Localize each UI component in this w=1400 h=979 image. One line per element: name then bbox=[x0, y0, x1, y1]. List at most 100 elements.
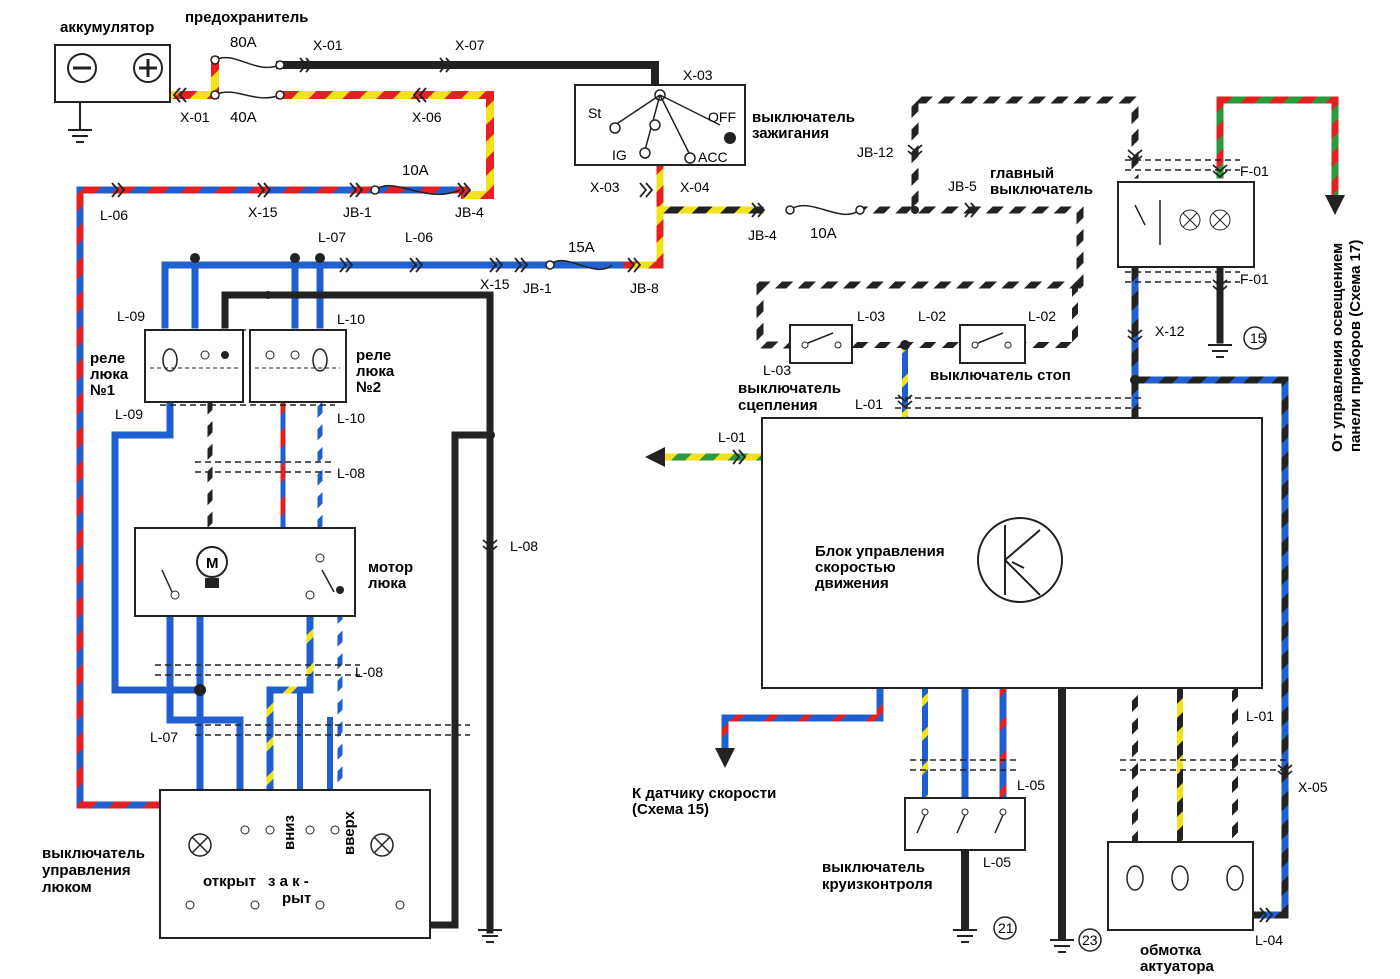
label-sw-close-2: рыт bbox=[282, 890, 311, 907]
label-relay1-3: №1 bbox=[90, 382, 115, 399]
fuse-links bbox=[210, 55, 865, 271]
label-ign-switch-1: выключатель bbox=[752, 109, 855, 126]
conn-l01-b: L-01 bbox=[718, 429, 746, 445]
label-clutch-2: сцепления bbox=[738, 397, 818, 414]
text-labels: аккумулятор предохранитель 80A 40A 10A 1… bbox=[42, 9, 1364, 975]
wire-relay-common bbox=[221, 291, 494, 934]
conn-l06-b: L-06 bbox=[405, 229, 433, 245]
label-ign-st: St bbox=[588, 105, 601, 121]
label-panel-light-1: От управления освещением bbox=[1329, 243, 1346, 452]
conn-l01-a: L-01 bbox=[855, 396, 883, 412]
label-15a: 15A bbox=[568, 239, 595, 256]
wire-speed-sensor bbox=[721, 686, 884, 754]
label-relay1-2: люка bbox=[90, 366, 129, 383]
wire-motor-a bbox=[166, 611, 244, 794]
wire-relay1-l09 bbox=[111, 401, 204, 694]
conn-l10-b: L-10 bbox=[337, 410, 365, 426]
conn-jb4-b: JB-4 bbox=[748, 227, 777, 243]
label-motor-m: M bbox=[206, 555, 219, 572]
label-ground-21: 21 bbox=[998, 920, 1014, 936]
wire-80a-x07 bbox=[276, 61, 659, 84]
main-cruise-switch[interactable] bbox=[1117, 181, 1255, 268]
wire-jb8-jb1 bbox=[161, 261, 624, 329]
actuator-coils bbox=[1107, 841, 1254, 931]
label-speed-sensor-2: (Схема 15) bbox=[632, 801, 709, 818]
label-panel-light-2: панели приборов (Схема 17) bbox=[1347, 240, 1364, 452]
wires bbox=[76, 56, 1339, 939]
conn-jb8: JB-8 bbox=[630, 280, 659, 296]
ignition-switch[interactable] bbox=[574, 84, 746, 166]
conn-x03-b: X-03 bbox=[590, 179, 620, 195]
label-ign-switch-2: зажигания bbox=[752, 125, 829, 142]
conn-l09-a: L-09 bbox=[117, 308, 145, 324]
label-relay2-3: №2 bbox=[356, 379, 381, 396]
conn-l03-a: L-03 bbox=[857, 308, 885, 324]
ground-ref-circles bbox=[993, 326, 1267, 952]
label-relay2-1: реле bbox=[356, 347, 391, 364]
wire-x05 bbox=[1131, 376, 1289, 919]
label-battery: аккумулятор bbox=[60, 19, 154, 36]
conn-x15-b: X-15 bbox=[480, 276, 510, 292]
label-fuse-link: предохранитель bbox=[185, 9, 308, 26]
conn-x06: X-06 bbox=[412, 109, 442, 125]
label-ign-acc: ACC bbox=[698, 149, 728, 165]
sunroof-motor bbox=[134, 527, 356, 617]
battery bbox=[54, 44, 171, 143]
wire-stop-out bbox=[1022, 282, 1078, 348]
conn-l07-b: L-07 bbox=[150, 729, 178, 745]
conn-x03-a: X-03 bbox=[683, 67, 713, 83]
wire-l08-right bbox=[426, 431, 494, 929]
conn-l05-a: L-05 bbox=[1017, 777, 1045, 793]
conn-l01-c: L-01 bbox=[1246, 708, 1274, 724]
wire-jb5 bbox=[756, 206, 1084, 349]
wire-40a-x06 bbox=[276, 91, 494, 199]
conn-l02-b: L-02 bbox=[1028, 308, 1056, 324]
conn-x01-b: X-01 bbox=[180, 109, 210, 125]
sunroof-switch[interactable] bbox=[159, 789, 431, 939]
label-80a: 80A bbox=[230, 34, 257, 51]
stop-switch bbox=[959, 324, 1026, 364]
conn-l08-b: L-08 bbox=[510, 538, 538, 554]
label-10a-left: 10A bbox=[402, 162, 429, 179]
label-sw-open: открыт bbox=[203, 873, 256, 890]
junction-dots bbox=[190, 206, 1140, 696]
label-actuator-2: актуатора bbox=[1140, 958, 1215, 975]
label-sw-close-1: з а к - bbox=[268, 873, 309, 890]
conn-jb1-b: JB-1 bbox=[523, 280, 552, 296]
cruise-switch[interactable] bbox=[904, 797, 1026, 851]
label-sw-hatch-1: выключатель bbox=[42, 845, 145, 862]
label-ecu-1: Блок управления bbox=[815, 543, 945, 560]
conn-l06-a: L-06 bbox=[100, 207, 128, 223]
label-sw-up: вверх bbox=[341, 810, 358, 855]
label-sw-hatch-2: управления bbox=[42, 862, 131, 879]
conn-l05-b: L-05 bbox=[983, 854, 1011, 870]
label-10a-right: 10A bbox=[810, 225, 837, 242]
conn-l09-b: L-09 bbox=[115, 406, 143, 422]
wire-main-loop bbox=[856, 96, 1139, 214]
label-ground-15: 15 bbox=[1250, 330, 1266, 346]
conn-jb5: JB-5 bbox=[948, 178, 977, 194]
conn-l10-a: L-10 bbox=[337, 311, 365, 327]
label-cruise-sw-1: выключатель bbox=[822, 859, 925, 876]
label-40a: 40A bbox=[230, 109, 257, 126]
label-actuator-1: обмотка bbox=[1140, 942, 1202, 959]
label-main-switch-1: главный bbox=[990, 165, 1054, 182]
conn-jb1-a: JB-1 bbox=[343, 204, 372, 220]
conn-f01-a: F-01 bbox=[1240, 163, 1269, 179]
arrow-l01-left bbox=[645, 447, 665, 467]
label-relay2-2: люка bbox=[356, 363, 395, 380]
label-sw-hatch-3: люком bbox=[42, 879, 92, 896]
label-ecu-3: движения bbox=[815, 575, 889, 592]
clutch-switch bbox=[789, 324, 853, 364]
conn-l07-a: L-07 bbox=[318, 229, 346, 245]
label-main-switch-2: выключатель bbox=[990, 181, 1093, 198]
ground-symbols bbox=[478, 344, 1232, 953]
label-relay1-1: реле bbox=[90, 350, 125, 367]
conn-x01-a: X-01 bbox=[313, 37, 343, 53]
label-motor-1: мотор bbox=[368, 559, 413, 576]
label-motor-2: люка bbox=[368, 575, 407, 592]
conn-l08-a: L-08 bbox=[337, 465, 365, 481]
label-clutch-1: выключатель bbox=[738, 380, 841, 397]
wire-panel-light bbox=[1216, 96, 1339, 199]
